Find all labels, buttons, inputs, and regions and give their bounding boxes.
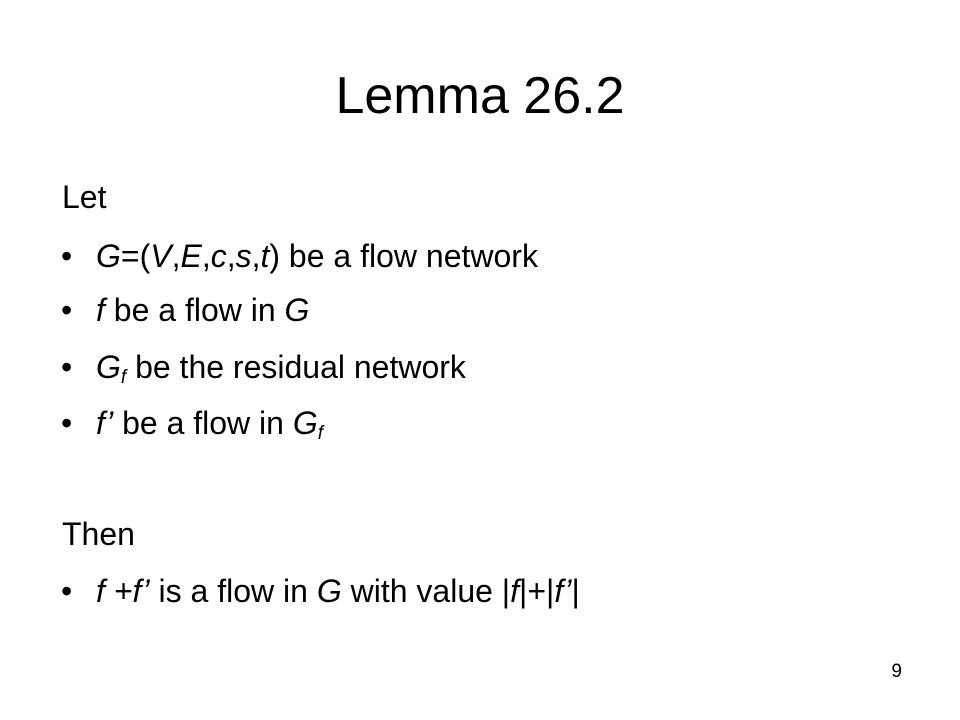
math-symbol: G — [96, 349, 121, 385]
math-symbol: f — [96, 292, 105, 328]
hypothesis-item: G=(V,E,c,s,t) be a flow network — [96, 236, 538, 276]
text-run: be a flow in — [104, 292, 285, 328]
bullet-marker: • — [61, 349, 73, 385]
text-run: =( — [120, 238, 151, 274]
math-symbol: f +f’ — [96, 573, 150, 609]
text-run: with value | — [341, 573, 511, 609]
subscript-text: f — [317, 423, 324, 444]
math-symbol: f — [510, 573, 519, 609]
page-number: 9 — [891, 661, 902, 682]
text-run: is a flow in — [149, 573, 317, 609]
text-run: be a flow in — [113, 405, 293, 441]
text-run: , — [251, 238, 261, 274]
text-run: , — [226, 238, 236, 274]
text-run: , — [201, 238, 211, 274]
hypothesis-item: f’ be a flow in Gf — [96, 403, 323, 443]
subscript: f — [121, 367, 126, 388]
math-symbol: t — [260, 238, 270, 274]
math-symbol: E — [180, 238, 202, 274]
subscript-text: f — [120, 367, 127, 388]
text-run: |+| — [519, 573, 555, 609]
bullet-marker: • — [61, 238, 73, 274]
math-symbol: G — [96, 238, 121, 274]
text-run: ) be a flow network — [269, 238, 538, 274]
then-label: Then — [62, 516, 135, 552]
subscript: f — [318, 423, 323, 444]
math-symbol: s — [235, 238, 252, 274]
math-symbol: V — [150, 238, 172, 274]
conclusion-item: f +f’ is a flow in G with value |f|+|f’| — [96, 571, 580, 611]
math-symbol: f’ — [96, 405, 114, 441]
math-symbol: G — [316, 573, 342, 609]
bullet-marker: • — [61, 405, 73, 441]
text-run: | — [571, 573, 580, 609]
bullet-marker: • — [61, 292, 73, 328]
slide-title: Lemma 26.2 — [335, 67, 625, 125]
hypothesis-item: f be a flow in G — [96, 290, 309, 330]
hypothesis-item: Gf be the residual network — [96, 347, 466, 387]
let-label: Let — [62, 179, 107, 215]
text-run: , — [171, 238, 181, 274]
math-symbol: G — [292, 405, 318, 441]
text-run: be the residual network — [126, 349, 466, 385]
math-symbol: c — [210, 238, 227, 274]
bullet-marker: • — [61, 573, 73, 609]
math-symbol: G — [284, 292, 310, 328]
math-symbol: f’ — [554, 573, 572, 609]
